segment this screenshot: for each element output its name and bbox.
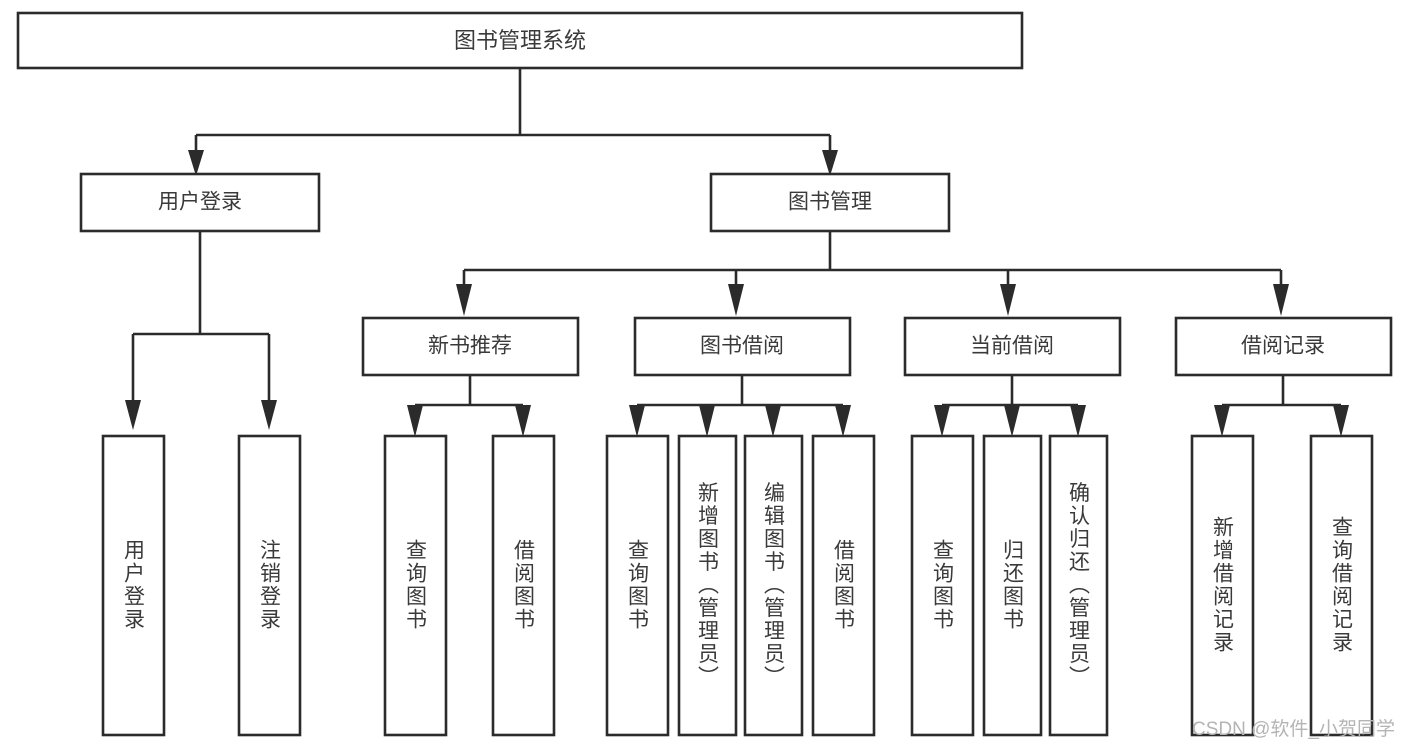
- arrow-borrow-record-leaf-2: [1333, 405, 1349, 437]
- leaf-box-book-borrow-3[interactable]: [743, 434, 804, 737]
- arrow-book-borrow-leaf-4: [835, 405, 851, 437]
- arrow-book-mgmt-to-book-borrow: [728, 284, 744, 316]
- arrow-current-borrow-leaf-1: [934, 405, 950, 437]
- node-book-borrow[interactable]: 图书借阅: [633, 316, 852, 377]
- node-new-book-label: 新书推荐: [428, 335, 512, 358]
- node-new-book[interactable]: 新书推荐: [361, 316, 580, 377]
- node-book-management[interactable]: 图书管理: [709, 172, 951, 233]
- arrow-book-borrow-leaf-3: [765, 405, 781, 437]
- node-current-borrow-label: 当前借阅: [970, 335, 1054, 358]
- leaf-box-user-login-2[interactable]: [237, 434, 302, 737]
- node-root-box[interactable]: [16, 11, 1024, 70]
- leaf-box-book-borrow-1[interactable]: [605, 434, 670, 737]
- leaf-box-new-book-1[interactable]: [383, 434, 448, 737]
- leaf-box-borrow-record-2[interactable]: [1309, 434, 1374, 737]
- node-current-borrow[interactable]: 当前借阅: [903, 316, 1122, 377]
- leaf-box-current-borrow-3[interactable]: [1048, 434, 1109, 737]
- arrow-book-mgmt-to-current-borrow: [1000, 284, 1016, 316]
- arrow-root-to-book-mgmt: [822, 150, 838, 176]
- leaf-box-borrow-record-1[interactable]: [1190, 434, 1255, 737]
- arrow-root-to-user-login: [188, 150, 204, 176]
- connectors-group: [125, 68, 1349, 437]
- node-current-borrow-box[interactable]: [903, 316, 1122, 377]
- arrow-user-login-leaf-1: [125, 400, 141, 430]
- arrow-new-book-leaf-2: [515, 405, 531, 437]
- leaf-box-current-borrow-1[interactable]: [910, 434, 975, 737]
- node-book-borrow-label: 图书借阅: [700, 335, 784, 358]
- leaf-box-new-book-2[interactable]: [491, 434, 556, 737]
- arrow-book-borrow-leaf-2: [699, 405, 715, 437]
- arrow-new-book-leaf-1: [407, 405, 423, 437]
- node-root-label: 图书管理系统: [454, 28, 586, 53]
- arrow-borrow-record-leaf-1: [1214, 405, 1230, 437]
- arrow-book-mgmt-to-new-book: [456, 284, 472, 316]
- arrow-book-mgmt-to-borrow-record: [1273, 284, 1289, 316]
- node-new-book-box[interactable]: [361, 316, 580, 377]
- watermark-text: CSDN @软件_小贺同学: [1192, 719, 1395, 740]
- leaf-box-user-login-1[interactable]: [101, 434, 166, 737]
- leaf-box-current-borrow-2[interactable]: [982, 434, 1043, 737]
- node-borrow-record-box[interactable]: [1174, 316, 1393, 377]
- arrow-book-borrow-leaf-1: [629, 405, 645, 437]
- node-book-borrow-box[interactable]: [633, 316, 852, 377]
- arrow-user-login-leaf-2: [261, 400, 277, 430]
- node-user-login[interactable]: 用户登录: [79, 172, 321, 233]
- node-user-login-box[interactable]: [79, 172, 321, 233]
- node-user-login-label: 用户登录: [158, 191, 242, 214]
- node-book-management-label: 图书管理: [788, 191, 872, 214]
- arrow-current-borrow-leaf-3: [1070, 405, 1086, 437]
- arrow-current-borrow-leaf-2: [1004, 405, 1020, 437]
- node-book-management-box[interactable]: [709, 172, 951, 233]
- node-root[interactable]: 图书管理系统: [16, 11, 1024, 70]
- node-borrow-record-label: 借阅记录: [1241, 335, 1325, 358]
- node-borrow-record[interactable]: 借阅记录: [1174, 316, 1393, 377]
- leaf-box-book-borrow-4[interactable]: [811, 434, 876, 737]
- leaf-box-book-borrow-2[interactable]: [677, 434, 738, 737]
